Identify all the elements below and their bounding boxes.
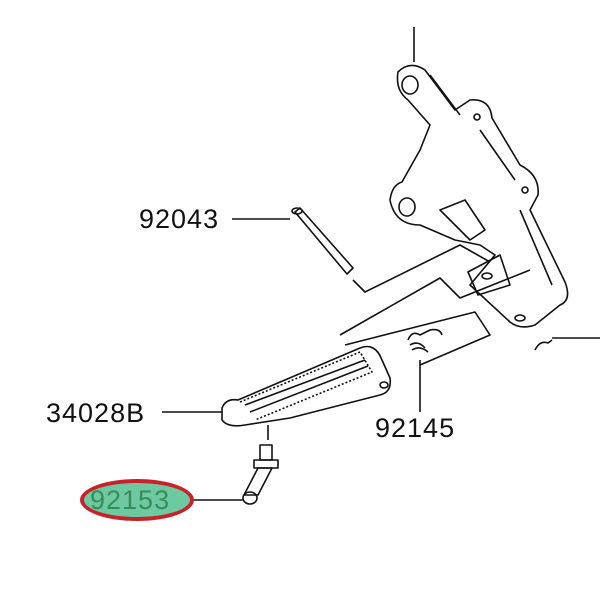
bolt-part: [194, 425, 279, 505]
part-label-92145[interactable]: 92145: [375, 413, 456, 443]
bracket-part: [389, 64, 569, 328]
spring-part: [407, 328, 443, 412]
assembly-line: [344, 311, 491, 366]
part-label-34028b[interactable]: 34028B: [46, 398, 146, 428]
part-label-92043[interactable]: 92043: [139, 204, 220, 234]
part-label-92153[interactable]: 92153: [90, 485, 171, 515]
pin-part: [232, 207, 354, 275]
clip-part: [534, 339, 553, 351]
assembly-line: [339, 269, 531, 336]
footpeg-part: [162, 345, 392, 427]
highlight-ellipse: [80, 479, 194, 521]
assembly-line: [352, 244, 491, 293]
